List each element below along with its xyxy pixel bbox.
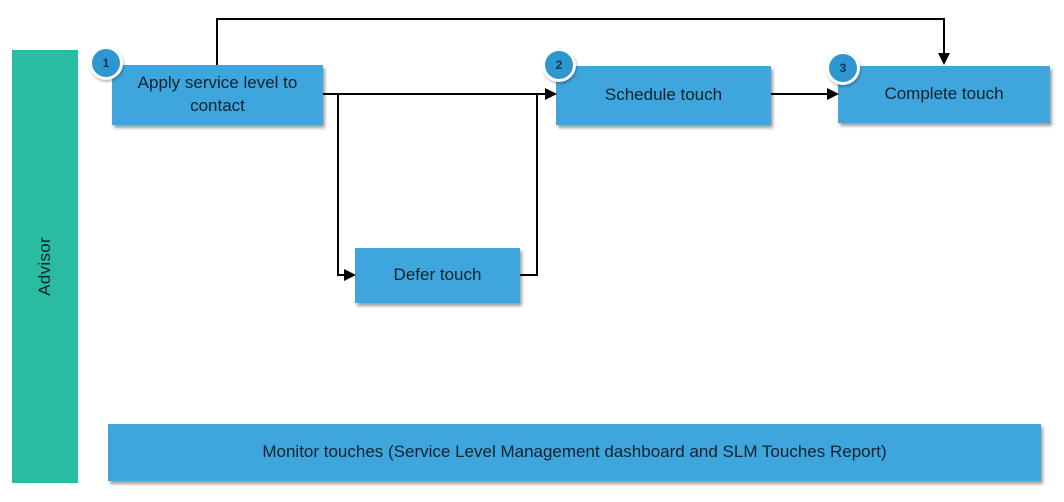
node-complete-touch: Complete touch [838, 66, 1050, 123]
node-monitor-touches: Monitor touches (Service Level Managemen… [108, 424, 1041, 481]
step-badge-3: 3 [826, 51, 860, 85]
node-monitor-touches-label: Monitor touches (Service Level Managemen… [262, 442, 887, 462]
connector-defer-return-riser [536, 93, 538, 276]
connector-apply-to-defer-stub [337, 274, 345, 276]
arrowhead-into-complete-top-icon [938, 53, 950, 65]
node-complete-touch-label: Complete touch [884, 84, 1004, 104]
arrowhead-into-schedule-icon [545, 88, 557, 100]
arrowhead-into-complete-icon [827, 88, 839, 100]
connector-apply-to-complete-drop [943, 18, 945, 54]
node-schedule-touch-label: Schedule touch [604, 85, 723, 105]
step-badge-2: 2 [542, 48, 576, 82]
node-defer-touch: Defer touch [355, 248, 520, 303]
node-schedule-touch: Schedule touch [556, 66, 771, 125]
connector-schedule-to-complete [771, 93, 827, 95]
node-apply-service-level: Apply service level to contact [112, 65, 323, 125]
swimlane-label: Advisor [35, 237, 54, 296]
node-defer-touch-label: Defer touch [393, 265, 482, 285]
connector-apply-to-complete-top [216, 18, 945, 20]
connector-apply-to-defer-drop [337, 93, 339, 275]
connector-apply-to-schedule [323, 93, 545, 95]
arrowhead-into-defer-icon [344, 269, 356, 281]
connector-defer-return-stub [520, 274, 538, 276]
step-badge-1: 1 [89, 46, 123, 80]
node-apply-service-level-label: Apply service level to contact [137, 73, 298, 115]
swimlane-advisor: Advisor [12, 50, 78, 483]
connector-apply-to-complete-riser [216, 18, 218, 65]
